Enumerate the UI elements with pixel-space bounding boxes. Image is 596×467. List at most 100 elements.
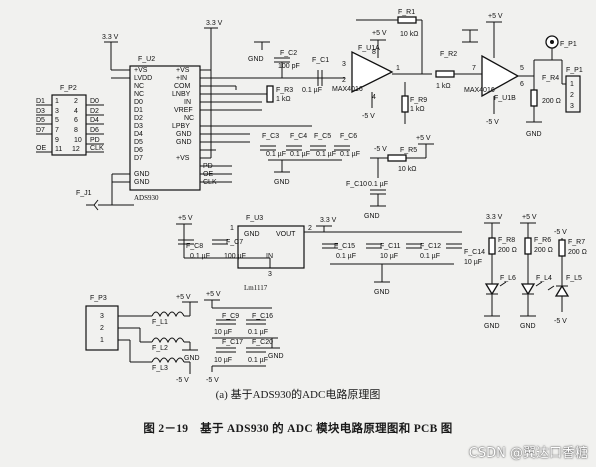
- led-r-value: 200 Ω: [498, 247, 517, 254]
- decap-ref: F_C5: [314, 133, 331, 140]
- u2-right-pin: LPBY: [172, 123, 190, 130]
- c10-value: 0.1 µF: [368, 181, 388, 188]
- c10-gnd-label: GND: [364, 213, 380, 220]
- led-r-ref: F_R8: [498, 237, 515, 244]
- p2-right-label: PD: [90, 137, 100, 144]
- c11-ref: F_C11: [380, 243, 401, 250]
- r1-ref: F_R1: [398, 9, 415, 16]
- led-ref: F_L6: [500, 275, 516, 282]
- p2-pin-number: 9: [55, 137, 59, 144]
- power-input-p3: F_P3 3 2 1 F_L1 F_L2 F_L3 +5 V GND -5 V: [85, 294, 200, 384]
- led-diode: [554, 284, 570, 297]
- decap-ref: F_C6: [340, 133, 357, 140]
- regulator-u3: +5 V F_U3 GND VOUT IN 1 2 3 Lm1117 F_C8 …: [176, 215, 485, 296]
- p2-pin-number: 3: [55, 108, 59, 115]
- led-diode: [520, 283, 536, 296]
- u2-left-pin: D4: [134, 131, 143, 138]
- bank-supply: +5 V: [206, 291, 221, 298]
- u2-part-number: ADS930: [134, 194, 159, 202]
- inductor-l3: [151, 357, 185, 364]
- decap-value: 0.1 µF: [266, 151, 286, 158]
- bank-cap-ref: F_C9: [222, 313, 239, 320]
- u3-in-supply: +5 V: [178, 215, 193, 222]
- supply-decoupling-bank: +5 V F_C9 F_C16 10 µF 0.1 µF GND F_C17 F…: [204, 291, 284, 384]
- r5-resistor: [387, 154, 407, 162]
- figure-caption: 图 2－19 基于 ADS930 的 ADC 模块电路原理图和 PCB 图: [143, 423, 453, 435]
- r3-ref: F_R3: [276, 87, 293, 94]
- c12-ref: F_C12: [420, 243, 441, 250]
- p1-ref: F_P1: [566, 67, 583, 74]
- u2-body: [129, 65, 201, 191]
- u2-left-pin: NC: [134, 91, 144, 98]
- p2-left-label: D5: [36, 117, 45, 124]
- r9-resistor: [401, 95, 409, 113]
- bank-cap-value: 0.1 µF: [248, 329, 268, 336]
- u2-right-pin: GND: [176, 131, 192, 138]
- p2-right-label: D6: [90, 127, 99, 134]
- u2-left-pin: D1: [134, 107, 143, 114]
- u2-right-pin: COM: [174, 83, 191, 90]
- u2-right-pin: +IN: [176, 75, 187, 82]
- u1a-pin: 4: [372, 94, 376, 101]
- u1a-pin: 2: [342, 77, 346, 84]
- u2-supply-label: 3.3 V: [102, 34, 119, 41]
- figure-subcaption: (a) 基于ADS930的ADC电路原理图: [215, 389, 381, 401]
- p2-pin-number: 12: [72, 146, 80, 153]
- bank-cap-value: 10 µF: [214, 357, 232, 364]
- p2-left-label: OE: [36, 145, 46, 152]
- u1b-ref: F_U1B: [494, 95, 516, 102]
- p3-ref: F_P3: [90, 295, 107, 302]
- watermark: CSDN @翼达口香糖: [468, 446, 588, 461]
- u2-left-pin: LVDD: [134, 75, 152, 82]
- p2-pin-number: 4: [74, 108, 78, 115]
- u1b-pin: 7: [472, 65, 476, 72]
- p1-body: [565, 75, 581, 113]
- u3-gnd-label: GND: [374, 289, 390, 296]
- u2-left-pin: D0: [134, 99, 143, 106]
- u1b-gnd-label: GND: [526, 131, 542, 138]
- u2-right-pin: VREF: [174, 107, 193, 114]
- u2-vs-label: 3.3 V: [206, 20, 223, 27]
- p3-pin: 2: [100, 325, 104, 332]
- p3-rail: -5 V: [176, 377, 189, 384]
- u3-out-supply: 3.3 V: [320, 217, 337, 224]
- r5-neg-supply: -5 V: [374, 146, 387, 153]
- c14-value: 10 µF: [464, 259, 482, 266]
- led-diode: [484, 283, 500, 296]
- p1-pin: 2: [570, 92, 574, 99]
- u2-right-pin: GND: [176, 139, 192, 146]
- led-r-value: 200 Ω: [534, 247, 553, 254]
- inductor-ref: F_L2: [152, 345, 168, 352]
- r5-value: 10 kΩ: [398, 166, 416, 173]
- led-supply: 3.3 V: [486, 214, 503, 221]
- p2-pin-number: 8: [74, 127, 78, 134]
- c2-ref: F_C2: [280, 50, 297, 57]
- led-r-value: 200 Ω: [568, 249, 587, 256]
- led-r-ref: F_R6: [534, 237, 551, 244]
- led-ref: F_L5: [566, 275, 582, 282]
- u2-ref: F_U2: [138, 56, 155, 63]
- decoupling-caps: F_C3 0.1 µF F_C4 0.1 µF F_C5 0.1 µF F_C6…: [260, 133, 360, 186]
- p2-pin-number: 6: [74, 117, 78, 124]
- p2-left-label: D1: [36, 98, 45, 105]
- u2-left-pin: +VS: [134, 67, 148, 74]
- c2-value: 100 pF: [278, 63, 300, 70]
- c7-ref: F_C7: [226, 239, 243, 246]
- r2-resistor: [435, 70, 455, 78]
- p2-pin-number: 2: [74, 98, 78, 105]
- inductor-ref: F_L1: [152, 319, 168, 326]
- u1b-part: MAX4016: [464, 87, 495, 94]
- r2-ref: F_R2: [440, 51, 457, 58]
- p3-rail: +5 V: [176, 294, 191, 301]
- u3-pin-number: 3: [268, 271, 272, 278]
- p2-right-label: D2: [90, 108, 99, 115]
- u3-pin-number: 1: [230, 225, 234, 232]
- u2-left-pin: D2: [134, 115, 143, 122]
- u2-left-pin: D6: [134, 147, 143, 154]
- u3-vout-pin: VOUT: [276, 231, 296, 238]
- test-point-label: F_P1: [560, 41, 577, 48]
- bank-cap-ref: F_C16: [252, 313, 273, 320]
- u1a-pin: 8: [372, 49, 376, 56]
- led-r-ref: F_R7: [568, 239, 585, 246]
